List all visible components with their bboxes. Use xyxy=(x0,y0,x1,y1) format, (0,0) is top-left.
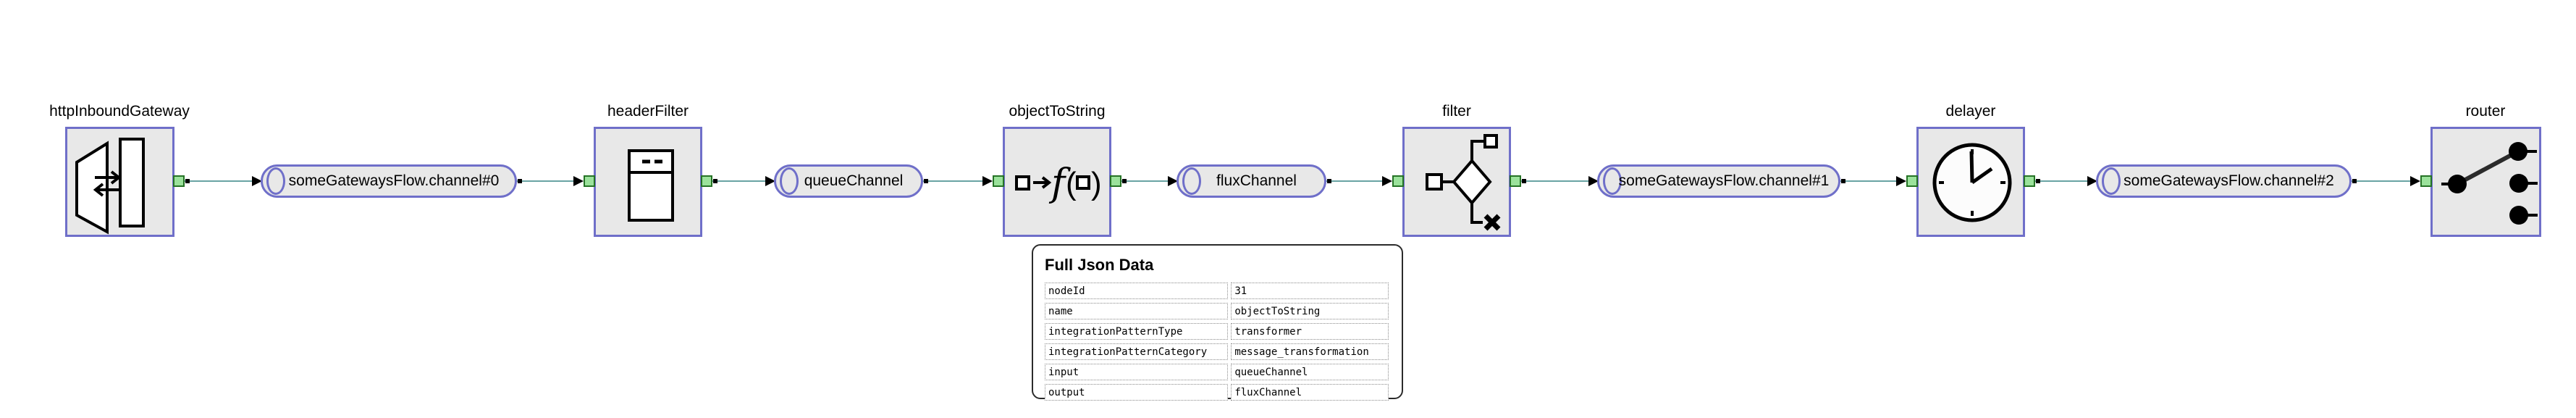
table-row: name objectToString xyxy=(1045,303,1389,319)
node-http-inbound-gateway[interactable] xyxy=(65,127,174,237)
node-router[interactable] xyxy=(2430,127,2541,237)
tooltip-table: nodeId 31 name objectToString integratio… xyxy=(1042,279,1392,404)
channel-some-gateways-flow-channel-0[interactable]: someGatewaysFlow.channel#0 xyxy=(261,164,517,198)
svg-text:(: ( xyxy=(1066,166,1077,201)
clock-icon xyxy=(1932,143,2012,222)
node-label-objectToString: objectToString xyxy=(1009,103,1106,120)
header-filter-icon xyxy=(628,149,674,222)
json-key: integrationPatternCategory xyxy=(1045,343,1229,360)
channel-label: someGatewaysFlow.channel#1 xyxy=(1618,172,1830,189)
json-key: integrationPatternType xyxy=(1045,323,1229,340)
node-label-httpInboundGateway: httpInboundGateway xyxy=(49,103,190,120)
json-key: input xyxy=(1045,364,1229,380)
node-delayer[interactable] xyxy=(1916,127,2025,237)
http-inbound-gateway-icon xyxy=(75,138,145,235)
output-port xyxy=(1110,175,1121,187)
svg-text:): ) xyxy=(1091,166,1102,201)
json-value: fluxChannel xyxy=(1231,384,1389,401)
input-port xyxy=(1906,175,1918,187)
json-key: output xyxy=(1045,384,1229,401)
cylinder-cap xyxy=(266,167,285,195)
router-icon xyxy=(2441,142,2538,225)
table-row: output fluxChannel xyxy=(1045,384,1389,401)
json-value: message_transformation xyxy=(1231,343,1389,360)
cylinder-cap xyxy=(1182,167,1201,195)
node-filter[interactable] xyxy=(1402,127,1511,237)
node-label-router: router xyxy=(2465,103,2506,120)
channel-queue-channel[interactable]: queueChannel xyxy=(774,164,923,198)
channel-label: someGatewaysFlow.channel#0 xyxy=(288,172,500,189)
input-port xyxy=(1392,175,1404,187)
json-value: objectToString xyxy=(1231,303,1389,319)
table-row: integrationPatternCategory message_trans… xyxy=(1045,343,1389,360)
channel-label: queueChannel xyxy=(804,172,904,189)
node-object-to-string[interactable]: f ( ) xyxy=(1003,127,1111,237)
channel-some-gateways-flow-channel-2[interactable]: someGatewaysFlow.channel#2 xyxy=(2096,164,2352,198)
node-json-tooltip: Full Json Data nodeId 31 name objectToSt… xyxy=(1032,244,1403,401)
cylinder-cap xyxy=(1603,167,1622,195)
node-label-headerFilter: headerFilter xyxy=(607,103,689,120)
table-row: integrationPatternType transformer xyxy=(1045,323,1389,340)
channel-label: someGatewaysFlow.channel#2 xyxy=(2123,172,2334,189)
transformer-icon: f ( ) xyxy=(1015,162,1102,205)
input-port xyxy=(584,175,595,187)
filter-icon xyxy=(1426,134,1501,231)
output-port xyxy=(2024,175,2035,187)
input-port xyxy=(993,175,1004,187)
channel-some-gateways-flow-channel-1[interactable]: someGatewaysFlow.channel#1 xyxy=(1597,164,1840,198)
cylinder-cap xyxy=(2102,167,2121,195)
tooltip-title: Full Json Data xyxy=(1045,256,1154,274)
channel-label: fluxChannel xyxy=(1216,172,1297,189)
json-value: 31 xyxy=(1231,283,1389,299)
channel-flux-channel[interactable]: fluxChannel xyxy=(1177,164,1326,198)
node-label-delayer: delayer xyxy=(1945,103,1996,120)
table-row: nodeId 31 xyxy=(1045,283,1389,299)
json-key: name xyxy=(1045,303,1229,319)
node-header-filter[interactable] xyxy=(594,127,702,237)
table-row: input queueChannel xyxy=(1045,364,1389,380)
cylinder-cap xyxy=(780,167,799,195)
node-label-filter: filter xyxy=(1442,103,1471,120)
output-port xyxy=(173,175,185,187)
json-value: transformer xyxy=(1231,323,1389,340)
input-port xyxy=(2420,175,2432,187)
output-port xyxy=(701,175,712,187)
json-key: nodeId xyxy=(1045,283,1229,299)
json-value: queueChannel xyxy=(1231,364,1389,380)
output-port xyxy=(1510,175,1521,187)
